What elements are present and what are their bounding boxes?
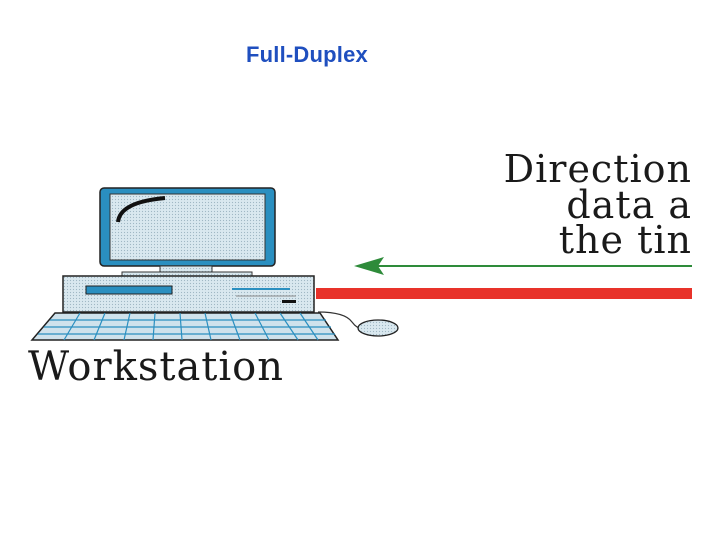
direction-text-line-2: data a (566, 183, 692, 227)
screen-glare (116, 196, 166, 223)
slide-title: Full-Duplex (246, 42, 368, 67)
green-left-arrow (354, 257, 692, 275)
workstation-computer-icon (30, 187, 399, 341)
workstation-label: Workstation (28, 344, 284, 390)
mouse (357, 319, 399, 337)
red-transmission-line (316, 288, 692, 299)
drive-slot (85, 285, 173, 295)
direction-text-line-3: the tin (558, 218, 692, 262)
direction-text-line-1: Direction (503, 147, 692, 191)
